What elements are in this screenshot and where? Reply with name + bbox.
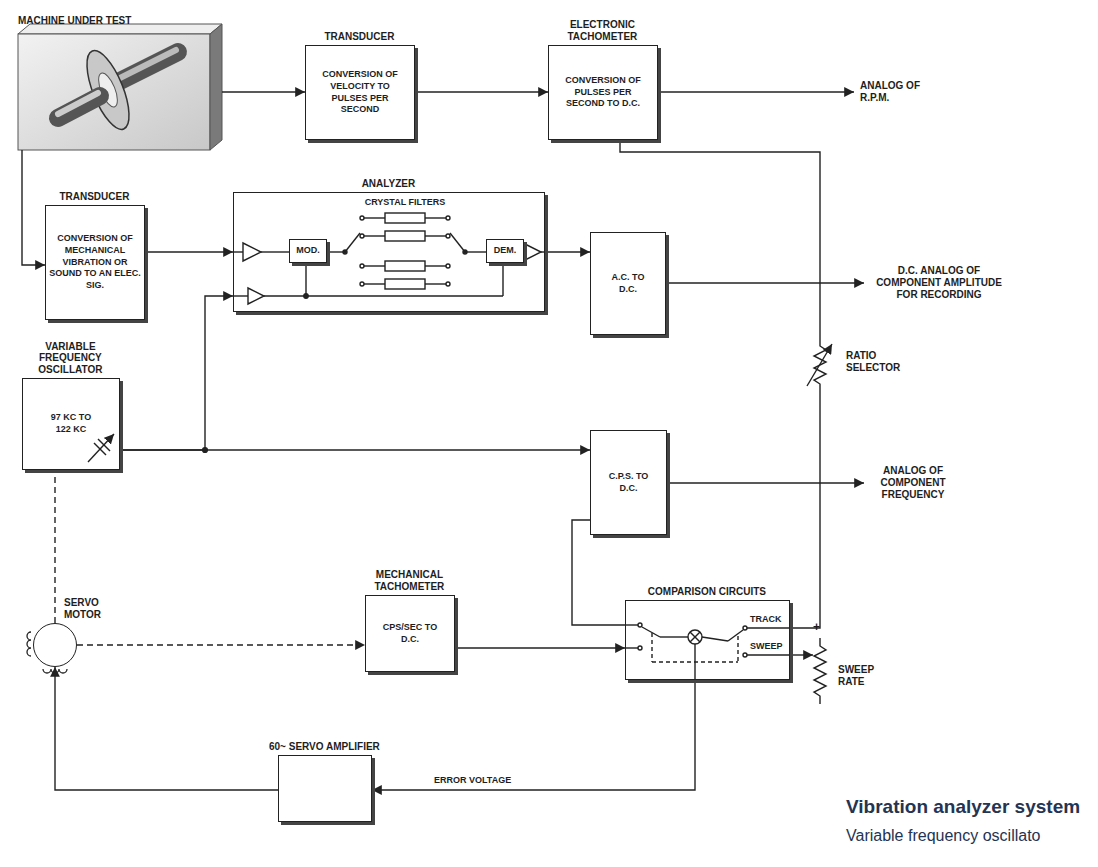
signal-connector bbox=[572, 520, 625, 625]
analyzer-box: MOD.DEM.ANALYZER bbox=[233, 192, 545, 312]
machine-illustration-box: MACHINE UNDER TEST bbox=[18, 30, 222, 150]
edge-label: ERROR VOLTAGE bbox=[432, 775, 513, 786]
resistor-label: RATIO SELECTOR bbox=[846, 350, 916, 374]
polarity-sign: + bbox=[813, 620, 820, 634]
output-label: ANALOG OF R.P.M. bbox=[860, 80, 932, 104]
box-heading: COMPARISON CIRCUITS bbox=[622, 586, 792, 598]
tachometer-box: MECHANICAL TACHOMETERCPS/SEC TO D.C. bbox=[365, 595, 455, 672]
signal-connector bbox=[54, 470, 55, 623]
signal-connector bbox=[620, 140, 820, 628]
comparison-box: COMPARISON CIRCUITS bbox=[625, 600, 790, 680]
output-label: ANALOG OF COMPONENT FREQUENCY bbox=[868, 465, 958, 501]
comparison-internals bbox=[625, 623, 790, 680]
box-heading: ANALYZER bbox=[328, 178, 448, 190]
box-text: CPS/SEC TO D.C. bbox=[382, 622, 438, 645]
box-heading: ELECTRONIC TACHOMETER bbox=[547, 19, 657, 42]
signal-connector bbox=[22, 150, 45, 265]
sweep-rate-resistor bbox=[814, 638, 826, 704]
box-text: C.P.S. TO D.C. bbox=[607, 471, 651, 494]
signal-connector bbox=[415, 91, 548, 92]
box-text: MOD. bbox=[293, 245, 323, 257]
amplifier-box: 60~ SERVO AMPLIFIER bbox=[278, 755, 372, 822]
signal-connector bbox=[545, 251, 590, 252]
signal-connector bbox=[145, 251, 233, 252]
transducer-box: TRANSDUCERCONVERSION OF MECHANICAL VIBRA… bbox=[45, 205, 145, 320]
signal-connector bbox=[77, 644, 365, 645]
oscillator-box: VARIABLE FREQUENCY OSCILLATOR97 KC TO 12… bbox=[22, 378, 120, 470]
box-text: CONVERSION OF VELOCITY TO PULSES PER SEC… bbox=[312, 69, 408, 116]
box-text: CONVERSION OF MECHANICAL VIBRATION OR SO… bbox=[49, 233, 141, 291]
box-text: A.C. TO D.C. bbox=[608, 272, 648, 295]
box-heading: SERVO MOTOR bbox=[64, 597, 114, 620]
converter-box: C.P.S. TO D.C. bbox=[590, 430, 667, 535]
analyzer-internals bbox=[233, 213, 545, 304]
output-label: D.C. ANALOG OF COMPONENT AMPLITUDE FOR R… bbox=[868, 265, 1010, 301]
demodulator-box: DEM. bbox=[486, 239, 524, 263]
box-heading: MECHANICAL TACHOMETER bbox=[354, 569, 464, 592]
signal-connector bbox=[372, 680, 695, 790]
transducer-box: TRANSDUCERCONVERSION OF VELOCITY TO PULS… bbox=[305, 45, 415, 140]
tachometer-box: ELECTRONIC TACHOMETERCONVERSION OF PULSE… bbox=[548, 45, 658, 140]
box-heading: VARIABLE FREQUENCY OSCILLATOR bbox=[27, 341, 113, 376]
machine-illustration bbox=[18, 24, 222, 150]
caption-title: Vibration analyzer system bbox=[846, 796, 1080, 818]
signal-connector bbox=[222, 91, 305, 92]
converter-box: A.C. TO D.C. bbox=[590, 232, 666, 335]
box-heading: 60~ SERVO AMPLIFIER bbox=[249, 741, 399, 753]
ratio-selector-resistor bbox=[807, 338, 832, 392]
output-wires bbox=[203, 92, 864, 655]
signal-connector bbox=[120, 449, 590, 450]
filter-label: CRYSTAL FILTERS bbox=[355, 197, 455, 208]
modulator-box: MOD. bbox=[289, 239, 327, 263]
vfo-tuning-symbol bbox=[88, 434, 114, 462]
box-heading: TRANSDUCER bbox=[44, 191, 144, 203]
switch-label: TRACK bbox=[750, 614, 782, 625]
caption-text: Variable frequency oscillato bbox=[846, 826, 1040, 845]
box-text: 97 KC TO 122 KC bbox=[46, 412, 96, 435]
resistor-label: SWEEP RATE bbox=[838, 664, 888, 688]
box-heading: TRANSDUCER bbox=[304, 31, 414, 43]
servo-motor-circle: SERVO MOTOR bbox=[33, 623, 77, 667]
box-text: DEM. bbox=[490, 245, 520, 257]
box-heading: MACHINE UNDER TEST bbox=[18, 15, 218, 27]
signal-connector bbox=[55, 667, 278, 790]
signal-connector bbox=[455, 647, 625, 648]
box-text: CONVERSION OF PULSES PER SECOND TO D.C. bbox=[555, 75, 651, 110]
switch-label: SWEEP bbox=[750, 641, 783, 652]
